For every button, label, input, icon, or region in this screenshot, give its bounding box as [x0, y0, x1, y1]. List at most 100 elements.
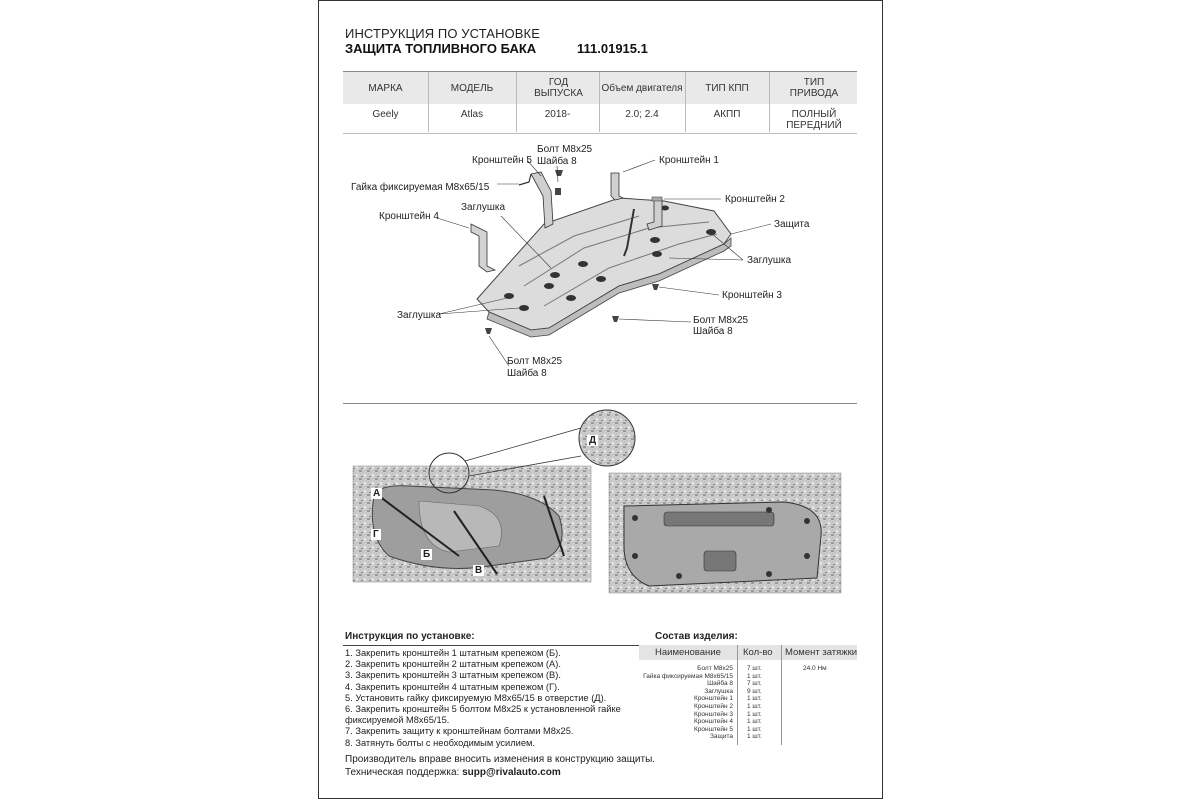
leader [618, 318, 692, 323]
instructions-title: Инструкция по установке: [345, 631, 475, 642]
component-name: Заглушка [704, 687, 733, 695]
exploded-diagram [436, 159, 772, 367]
leader [438, 297, 508, 315]
spec-divider [599, 72, 600, 132]
component-qty: 1 шт. [747, 733, 762, 741]
install-line [453, 510, 498, 575]
leader [668, 257, 744, 261]
guard-bolt [676, 573, 682, 579]
label-plug-top: Заглушка [461, 202, 506, 213]
header-title: ИНСТРУКЦИЯ ПО УСТАНОВКЕ [345, 26, 540, 41]
component-name: Кронштейн 5 [694, 725, 733, 733]
component-qty: 7 шт. [747, 665, 762, 672]
label-bolt-top: Болт М8х25 [537, 144, 593, 155]
leader [556, 165, 559, 183]
component-torque: 24.0 Нм [803, 665, 827, 672]
instruction-step: 6. Закрепить кронштейн 5 болтом М8х25 к … [345, 704, 621, 715]
label-plug-left: Заглушка [397, 310, 442, 321]
install-line [378, 495, 460, 557]
spec-header-year: ГОД ВЫПУСКА [534, 77, 583, 99]
bolt-middle [612, 316, 619, 322]
hole [544, 283, 554, 289]
support-email[interactable]: supp@rivalauto.com [462, 767, 561, 778]
bolt-top [555, 170, 563, 176]
footer-disclaimer: Производитель вправе вносить изменения в… [345, 754, 656, 765]
bracket-4 [470, 223, 497, 273]
components-title: Состав изделия: [655, 631, 738, 642]
instruction-step: 8. Затянуть болты с необходимым усилием. [345, 737, 535, 748]
component-name: Кронштейн 2 [694, 703, 733, 710]
hole [566, 295, 576, 301]
spec-header-gearbox: ТИП КПП [705, 83, 749, 94]
component-name: Кронштейн 4 [694, 718, 733, 726]
hole [519, 305, 529, 311]
label-bolt-bottom: Болт М8х25 [507, 356, 563, 367]
bolt-right [652, 284, 659, 290]
leader [658, 286, 720, 296]
label-bracket-2: Кронштейн 2 [725, 194, 785, 205]
spec-divider [516, 72, 517, 132]
fixing-nut [555, 188, 561, 195]
label-guard: Защита [774, 219, 810, 230]
hole [706, 229, 716, 235]
spec-table-top-rule [343, 71, 857, 72]
header-product: ЗАЩИТА ТОПЛИВНОГО БАКА [345, 41, 537, 56]
components-header-band [639, 645, 857, 660]
photo-letter-v: В [473, 565, 485, 576]
guard-bolt [632, 553, 638, 559]
bracket-2-tab [651, 196, 663, 202]
leader [488, 335, 510, 367]
spec-value-brand: Geely [372, 109, 399, 120]
label-washer-bottom: Шайба 8 [507, 368, 547, 379]
zoom-inset [578, 409, 636, 467]
label-bracket-5: Кронштейн 5 [472, 155, 532, 166]
instruction-step: фиксируемой М8х65/15. [345, 715, 450, 726]
spec-divider [685, 72, 686, 132]
components-header-qty: Кол-во [743, 647, 773, 658]
spec-header-engine: Объем двигателя [601, 83, 683, 94]
component-name: Кронштейн 3 [694, 710, 733, 718]
installation-photos [352, 409, 842, 594]
hole [650, 237, 660, 243]
label-plug-right: Заглушка [747, 255, 792, 266]
instruction-step: 1. Закрепить кронштейн 1 штатным крепежо… [345, 648, 561, 658]
instruction-step: 5. Установить гайку фиксируемую М8х65/15… [345, 692, 607, 703]
guard-rib [523, 221, 710, 287]
guard-bolt [766, 507, 772, 513]
footer-support: Техническая поддержка: supp@rivalauto.co… [345, 767, 561, 778]
photo-letter-d: Д [587, 435, 599, 446]
bolt-bottom [485, 328, 492, 334]
label-bracket-4: Кронштейн 4 [379, 211, 439, 222]
leader [500, 215, 552, 269]
part-number: 111.01915.1 [577, 41, 648, 56]
instruction-step: 4. Закрепить кронштейн 4 штатным крепежо… [345, 681, 560, 692]
guard-bolt [766, 571, 772, 577]
instructions-rule [343, 645, 639, 646]
component-qty: 1 шт. [747, 703, 762, 710]
leader [730, 223, 772, 235]
zoom-circle [428, 452, 470, 494]
component-name: Шайба 8 [707, 680, 733, 688]
photo-letter-b: Б [421, 549, 433, 560]
instruction-step: 3. Закрепить кронштейн 3 штатным крепежо… [345, 670, 561, 681]
component-name: Болт М8х25 [697, 665, 733, 672]
spec-table-bottom-rule [343, 133, 857, 134]
hole [596, 276, 606, 282]
component-name: Гайка фиксируемая М8х65/15 [643, 672, 733, 680]
component-qty: 1 шт. [747, 672, 762, 680]
leader [438, 307, 520, 315]
instructions-list: 1. Закрепить кронштейн 1 штатным крепежо… [345, 648, 645, 749]
guard-bolt [804, 553, 810, 559]
hole [504, 293, 514, 299]
guard-recess [663, 511, 775, 527]
components-header-name: Наименование [655, 647, 721, 658]
component-qty: 9 шт. [747, 687, 762, 695]
component-name: Защита [709, 733, 733, 741]
components-header-torque: Момент затяжки [785, 647, 858, 658]
leader [710, 232, 744, 261]
hole [578, 261, 588, 267]
spec-value-model: Atlas [460, 109, 484, 120]
spec-value-engine: 2.0; 2.4 [625, 109, 659, 120]
guard-recess [703, 550, 737, 572]
spec-header-brand: МАРКА [368, 83, 403, 94]
